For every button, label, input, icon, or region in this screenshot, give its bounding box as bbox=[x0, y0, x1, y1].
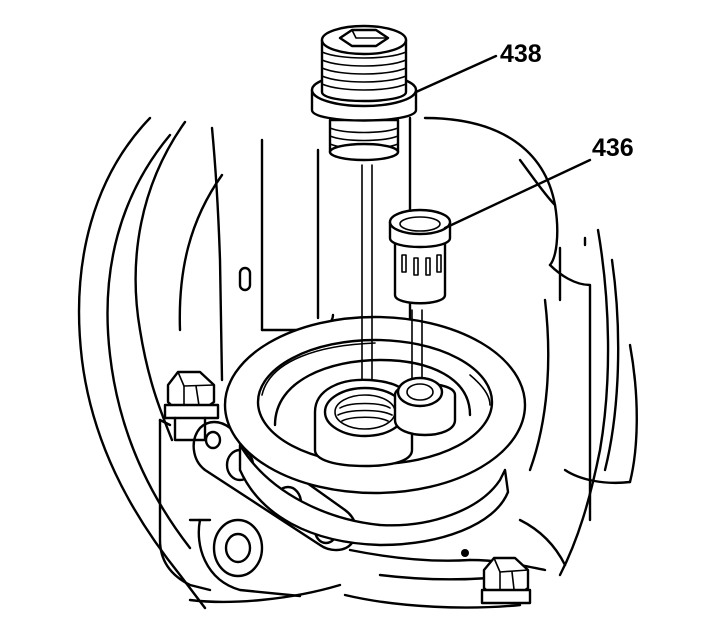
callout-leaders bbox=[414, 54, 592, 230]
callout-label-436: 436 bbox=[592, 134, 634, 162]
mounting-bolt-upper-left bbox=[163, 370, 220, 442]
mounting-bolt-lower-right bbox=[480, 556, 532, 605]
part-436-bypass-valve bbox=[388, 208, 452, 305]
engine-block-outline bbox=[77, 116, 638, 610]
leader-line-438 bbox=[414, 54, 498, 94]
part-438-threaded-fitting bbox=[310, 24, 418, 162]
oil-filter-adapter bbox=[223, 315, 527, 547]
callout-label-438: 438 bbox=[500, 40, 542, 68]
assembly-axis-lines bbox=[361, 164, 423, 381]
leader-line-436 bbox=[443, 158, 592, 230]
